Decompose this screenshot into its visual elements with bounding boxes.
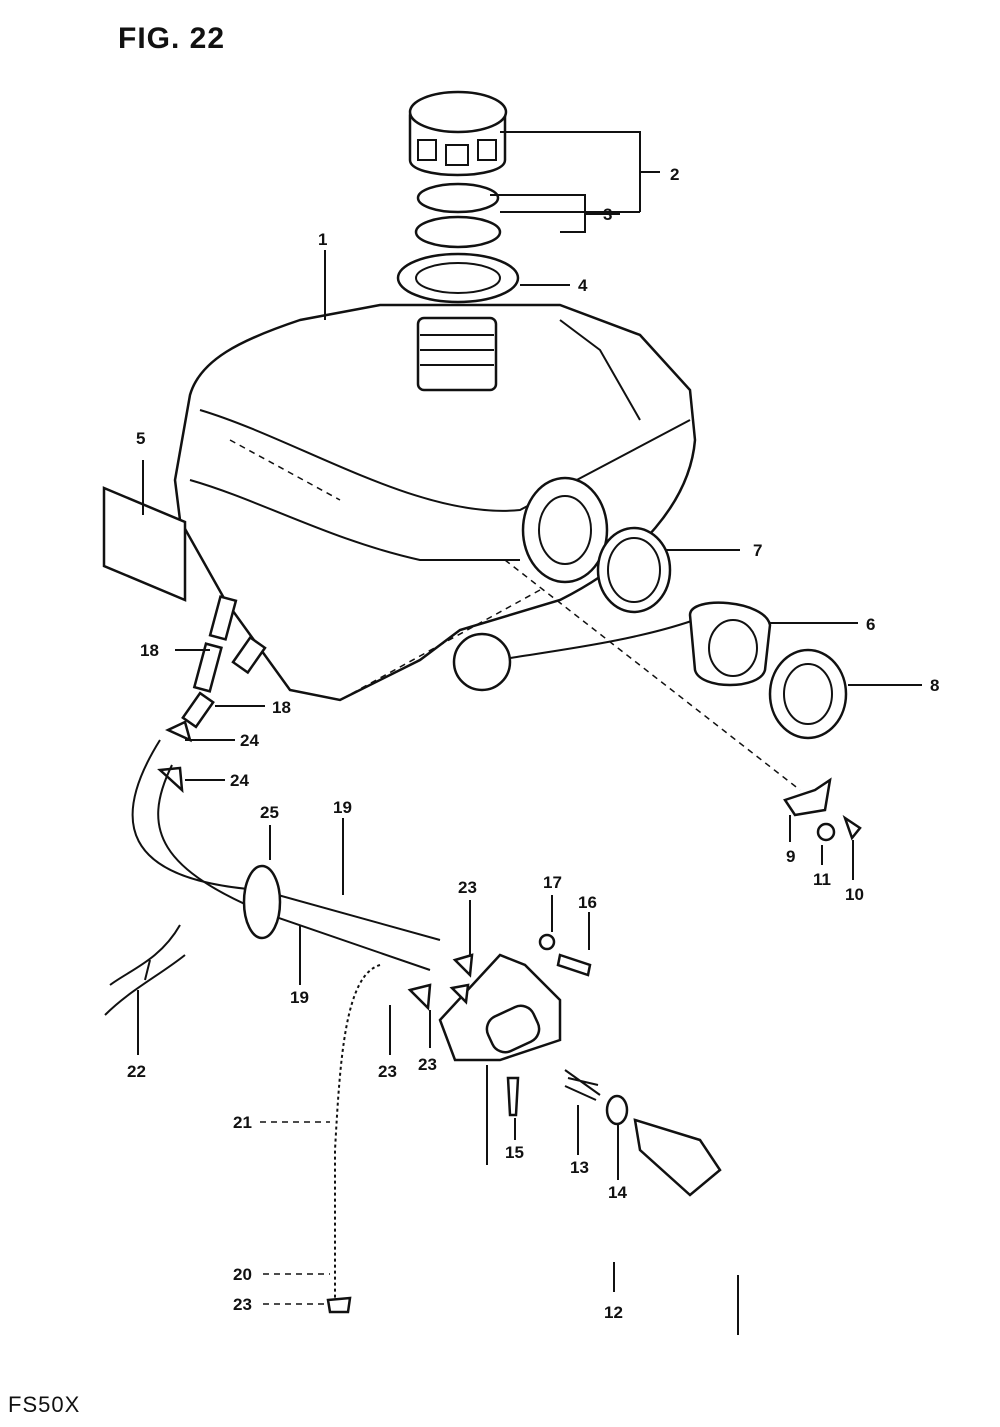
callout-9: 9	[786, 847, 795, 866]
callout-16: 16	[578, 893, 597, 912]
o-ring	[605, 1094, 629, 1126]
callout-18-upper: 18	[140, 641, 159, 660]
clip-23-d	[326, 1296, 352, 1314]
fuel-hose-a	[131, 739, 441, 941]
model-code: FS50X	[8, 1392, 81, 1417]
callout-23-b: 23	[378, 1062, 397, 1081]
cock-screw	[556, 953, 592, 977]
callout-15: 15	[505, 1143, 524, 1162]
callout-3: 3	[603, 205, 612, 224]
callout-21: 21	[233, 1113, 252, 1132]
callout-5: 5	[136, 429, 145, 448]
callout-7: 7	[753, 541, 762, 560]
fuel-gauge-float	[452, 601, 772, 692]
callout-10: 10	[845, 885, 864, 904]
callout-20: 20	[233, 1265, 252, 1284]
callout-14: 14	[608, 1183, 627, 1202]
fuel-cap	[408, 90, 508, 177]
callout-24-upper: 24	[240, 731, 259, 750]
tank-pad	[102, 486, 187, 602]
callout-2: 2	[670, 165, 679, 184]
neck-seal-ring	[396, 252, 520, 304]
clip-23-c	[449, 983, 470, 1005]
cock-washer	[538, 933, 556, 951]
corrugated-hose	[334, 964, 381, 1300]
hose-grommet	[242, 864, 282, 940]
hose-clamp	[104, 924, 186, 1016]
callout-19-upper: 19	[333, 798, 352, 817]
callout-23-a: 23	[458, 878, 477, 897]
callout-13: 13	[570, 1158, 589, 1177]
bracket	[783, 777, 832, 817]
fuel-cock	[438, 953, 562, 1062]
callout-19-lower: 19	[290, 988, 309, 1007]
callout-8: 8	[930, 676, 939, 695]
callout-18-lower: 18	[272, 698, 291, 717]
callout-6: 6	[866, 615, 875, 634]
callout-labels: 1 2 3 4 5 6 7 8 9 10 11 12 13 14 15 16 1…	[127, 165, 939, 1322]
opening-gasket	[596, 526, 672, 614]
callout-11: 11	[813, 870, 831, 889]
screw	[842, 814, 862, 841]
clip-upper	[165, 720, 192, 743]
fuel-hose-b	[157, 764, 431, 971]
callout-23-d: 23	[233, 1295, 252, 1314]
callout-23-c: 23	[418, 1055, 437, 1074]
callout-17: 17	[543, 873, 562, 892]
callout-1: 1	[318, 230, 327, 249]
outlet-fittings	[181, 595, 267, 729]
callout-22: 22	[127, 1062, 146, 1081]
callout-12: 12	[604, 1303, 623, 1322]
callout-24-lower: 24	[230, 771, 249, 790]
callout-4: 4	[578, 276, 588, 295]
leader-lines	[137, 131, 922, 1335]
cock-screw-15	[506, 1076, 520, 1117]
cock-lever	[633, 1118, 722, 1197]
cap-gasket-upper	[416, 182, 500, 214]
clip-23-a	[452, 953, 474, 978]
washer	[816, 822, 836, 842]
callout-25: 25	[260, 803, 279, 822]
figure-title: FIG. 22	[118, 22, 226, 55]
fuel-tank	[173, 303, 697, 702]
filler-neck	[416, 316, 498, 392]
clip-23-b	[407, 983, 432, 1011]
gauge-cap-ring	[768, 648, 848, 740]
cap-gasket-lower	[414, 215, 502, 249]
spring	[564, 1069, 601, 1101]
tank-side-opening	[521, 476, 609, 584]
